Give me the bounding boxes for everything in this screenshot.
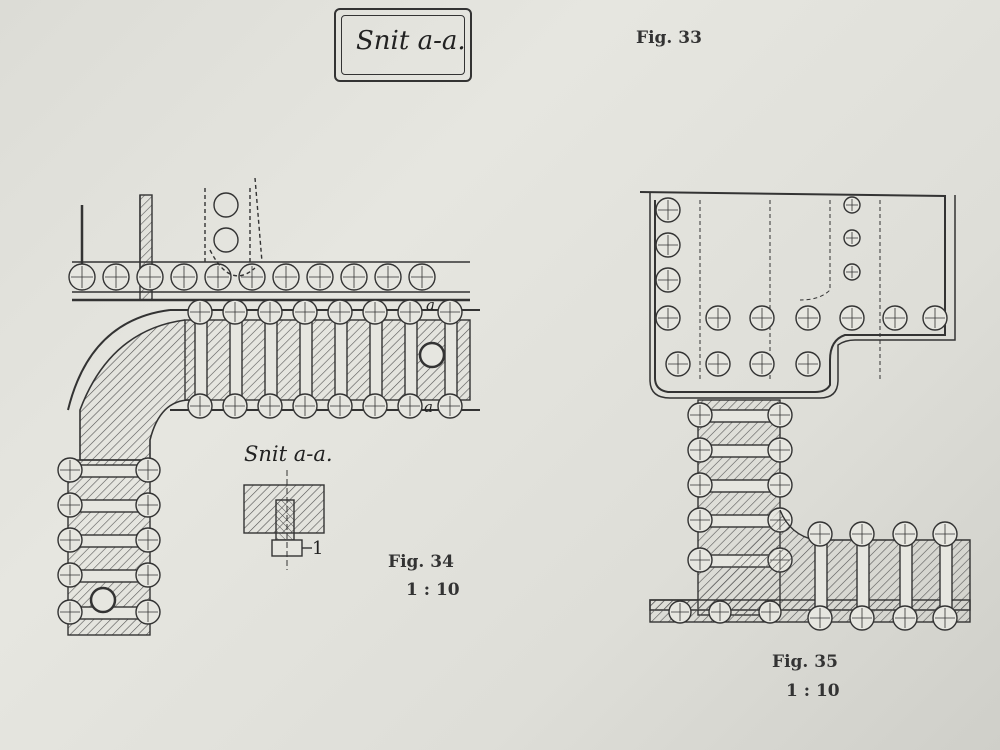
rivet-crosshair <box>852 608 872 628</box>
rivet-crosshair <box>658 235 678 255</box>
rivet-crosshair <box>377 266 399 288</box>
rivet-crosshair <box>275 266 297 288</box>
rivet-crosshair <box>708 308 728 328</box>
rivet-crosshair <box>60 602 80 622</box>
bolt <box>229 317 243 403</box>
rivet-crosshair <box>810 608 830 628</box>
rivet-crosshair <box>846 266 858 278</box>
rivet-crosshair <box>139 266 161 288</box>
rivet-crosshair <box>225 302 245 322</box>
rivet-crosshair <box>925 308 945 328</box>
rivet-crosshair <box>400 396 420 416</box>
rivet-crosshair <box>365 396 385 416</box>
bolt <box>444 317 458 403</box>
bolt <box>404 317 418 403</box>
bolt <box>299 317 313 403</box>
rivet-crosshair <box>173 266 195 288</box>
rivet-crosshair <box>60 495 80 515</box>
bolt <box>334 317 348 403</box>
rivet-crosshair <box>658 200 678 220</box>
figure-34-scale: 1 : 10 <box>406 580 460 600</box>
rivet-crosshair <box>770 440 790 460</box>
rivet-crosshair <box>411 266 433 288</box>
rivet-crosshair <box>400 302 420 322</box>
rivet-crosshair <box>842 308 862 328</box>
rivet-crosshair <box>935 608 955 628</box>
rivet-crosshair <box>309 266 331 288</box>
rivet-crosshair <box>138 495 158 515</box>
rivet-crosshair <box>295 302 315 322</box>
rivet-crosshair <box>770 405 790 425</box>
section-aa-label: Snit a-a. <box>244 442 333 466</box>
cut-marker-top: a <box>426 296 435 314</box>
rivet-crosshair <box>138 460 158 480</box>
figure-35-drawing <box>639 191 971 631</box>
callout-number: 1 <box>312 538 324 559</box>
figure-34-label: Fig. 34 <box>388 552 454 572</box>
rivet-crosshair <box>225 396 245 416</box>
rivet-crosshair <box>365 302 385 322</box>
rivet-crosshair <box>241 266 263 288</box>
rivet-crosshair <box>690 475 710 495</box>
rivet-crosshair <box>343 266 365 288</box>
title-frame-inner <box>341 15 465 75</box>
bolt <box>264 317 278 403</box>
figure-35-label: Fig. 35 <box>772 652 838 672</box>
rivet-crosshair <box>895 608 915 628</box>
title-frame <box>334 8 472 82</box>
rivet-crosshair <box>852 524 872 544</box>
rivet-crosshair <box>671 603 689 621</box>
rivet-crosshair <box>846 232 858 244</box>
rivet-crosshair <box>708 354 728 374</box>
rivet-crosshair <box>690 440 710 460</box>
rivet-crosshair <box>330 396 350 416</box>
rivet-crosshair <box>138 565 158 585</box>
rivet-crosshair <box>60 460 80 480</box>
figure-34-drawing <box>57 177 480 636</box>
rivet-crosshair <box>761 603 779 621</box>
bolt <box>194 317 208 403</box>
rivet-crosshair <box>798 308 818 328</box>
rivet-crosshair <box>60 530 80 550</box>
rivet-crosshair <box>138 530 158 550</box>
rivet-crosshair <box>690 510 710 530</box>
rivet-crosshair <box>330 302 350 322</box>
rivet-crosshair <box>260 302 280 322</box>
title-section-label: Snit a-a. <box>356 26 466 56</box>
rivet-crosshair <box>711 603 729 621</box>
figure-33-label: Fig. 33 <box>636 28 702 48</box>
rivet-crosshair <box>440 302 460 322</box>
rivet-crosshair <box>190 396 210 416</box>
rivet-crosshair <box>71 266 93 288</box>
rivet-crosshair <box>658 308 678 328</box>
rivet-crosshair <box>935 524 955 544</box>
rivet-crosshair <box>810 524 830 544</box>
rivet-crosshair <box>138 602 158 622</box>
rivet-crosshair <box>770 475 790 495</box>
rivet-crosshair <box>260 396 280 416</box>
rivet-crosshair <box>752 308 772 328</box>
rivet-crosshair <box>207 266 229 288</box>
bolt <box>369 317 383 403</box>
figure-35-scale: 1 : 10 <box>786 681 840 701</box>
rivet-crosshair <box>895 524 915 544</box>
rivet-crosshair <box>798 354 818 374</box>
rivet-crosshair <box>658 270 678 290</box>
rivet-crosshair <box>60 565 80 585</box>
rivet-crosshair <box>105 266 127 288</box>
rivet-crosshair <box>440 396 460 416</box>
rivet-crosshair <box>752 354 772 374</box>
rivet-crosshair <box>690 550 710 570</box>
rivet-crosshair <box>295 396 315 416</box>
rivet-crosshair <box>885 308 905 328</box>
rivet-crosshair <box>668 354 688 374</box>
rivet-crosshair <box>846 199 858 211</box>
rivet-crosshair <box>690 405 710 425</box>
cut-marker-bottom: a <box>424 398 433 416</box>
rivet-crosshair <box>190 302 210 322</box>
